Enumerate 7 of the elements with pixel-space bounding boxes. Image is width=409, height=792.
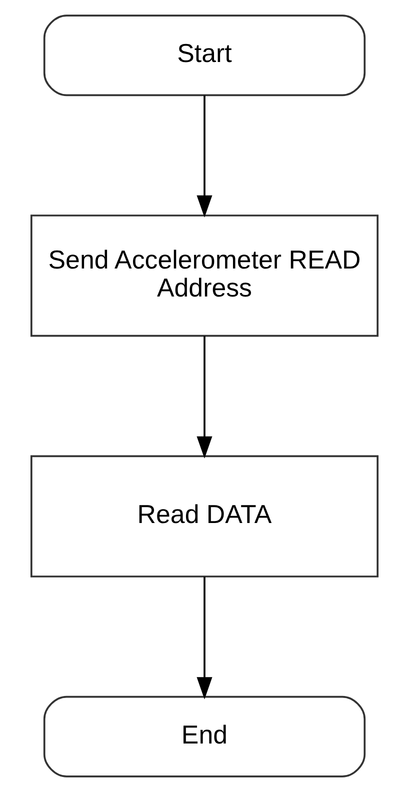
- node-box: Start: [43, 14, 366, 96]
- arrow: [196, 576, 212, 700]
- node-box: Read DATA: [30, 455, 379, 578]
- arrow: [196, 336, 212, 459]
- node-box: Send Accelerometer READ Address: [30, 214, 379, 337]
- node-box: End: [43, 696, 366, 778]
- arrow: [196, 95, 212, 218]
